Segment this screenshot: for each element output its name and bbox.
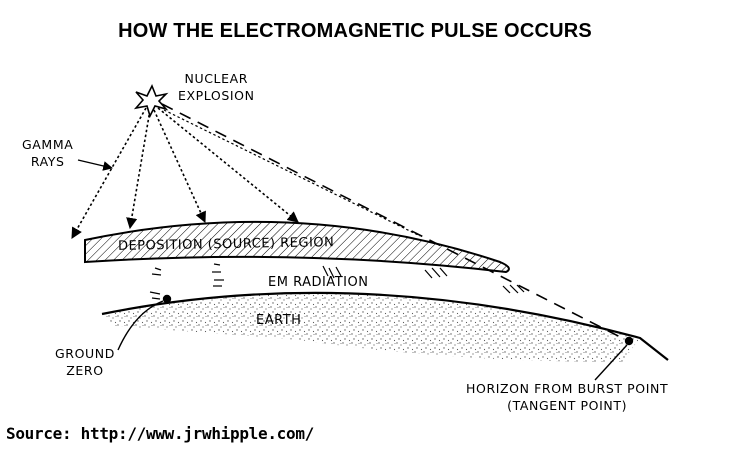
horizon-tangent-label: HORIZON FROM BURST POINT (TANGENT POINT)	[466, 380, 668, 414]
em-radiation-label: EM RADIATION	[268, 274, 368, 291]
gamma-rays-label: GAMMA RAYS	[22, 136, 73, 170]
gamma-ray-arrows	[72, 108, 298, 238]
star-burst-icon	[136, 86, 166, 116]
ground-zero-dot	[163, 295, 171, 303]
gamma-rays-pointer	[78, 160, 112, 168]
source-credit: Source: http://www.jrwhipple.com/	[6, 424, 314, 443]
earth-label: EARTH	[256, 312, 301, 329]
ground-zero-label: GROUND ZERO	[55, 345, 115, 379]
nuclear-explosion-label: NUCLEAR EXPLOSION	[178, 70, 255, 104]
earth-surface	[103, 293, 640, 362]
tangent-point-dot	[625, 337, 633, 345]
